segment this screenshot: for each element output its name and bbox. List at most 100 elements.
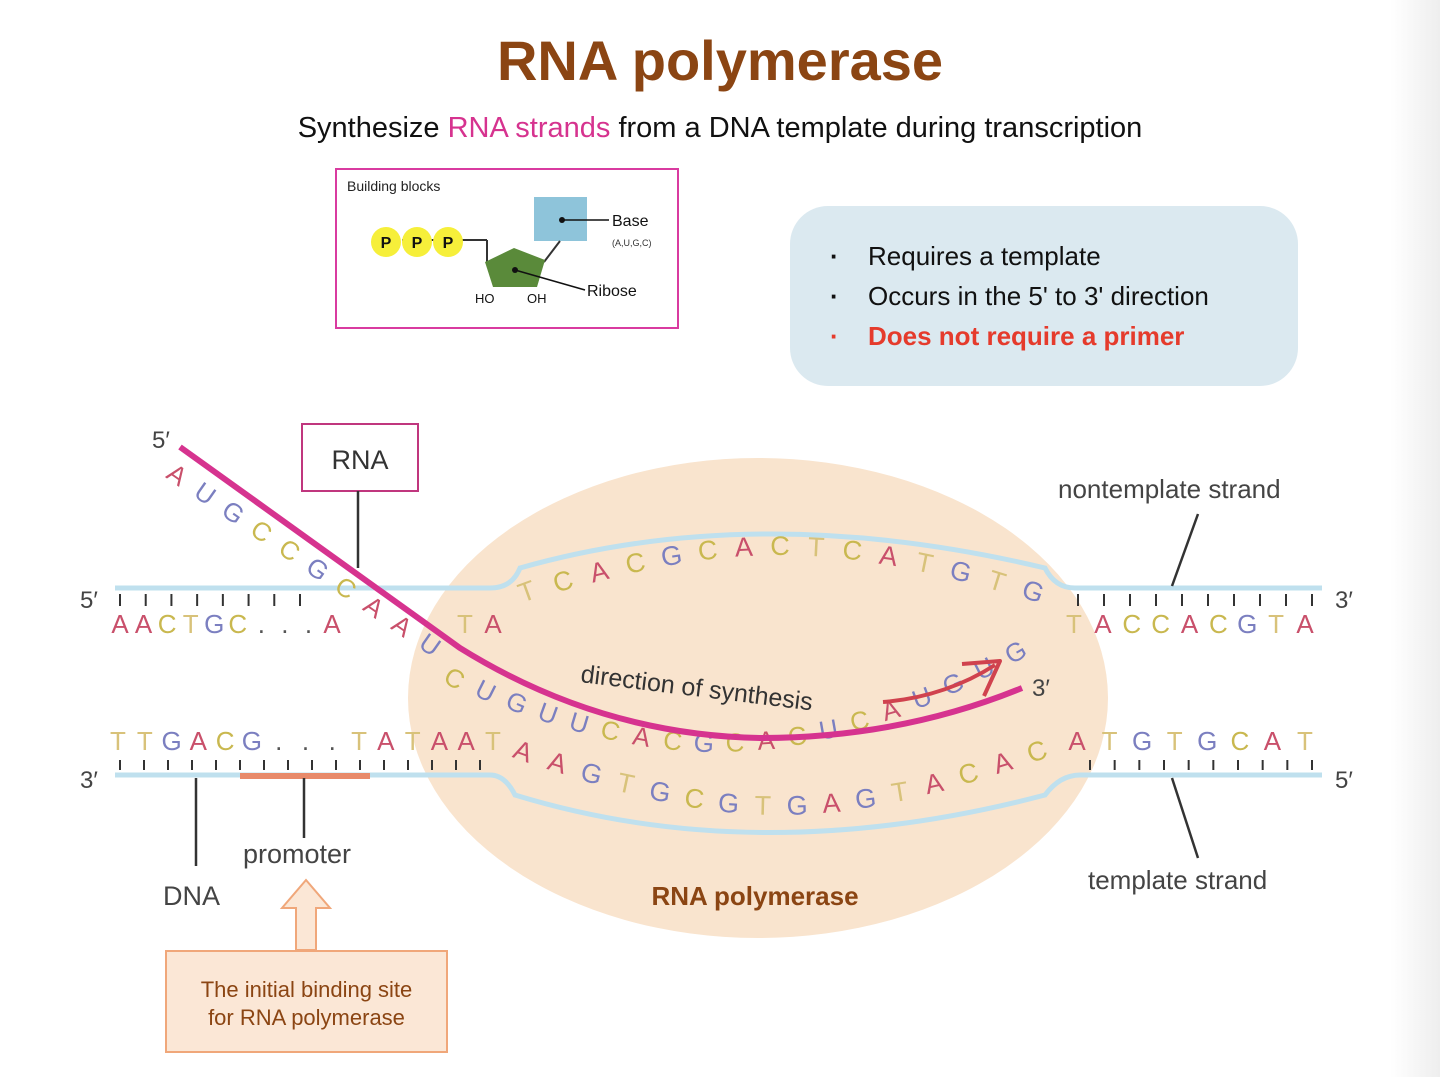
direction-arrowhead bbox=[961, 659, 1002, 697]
nontemplate-base-letter: T bbox=[1268, 609, 1284, 639]
property-item: Requires a template bbox=[830, 236, 1298, 276]
rna-label: RNA bbox=[331, 445, 388, 475]
nontemplate-base-letter: A bbox=[1094, 609, 1112, 639]
template-base-letter: G bbox=[1132, 726, 1152, 756]
template-base-letter: G bbox=[786, 790, 808, 820]
callout-arrow-icon bbox=[279, 878, 333, 951]
phosphate-circle-3 bbox=[433, 227, 463, 257]
building-blocks-panel: P P P Base (A,U,G,C) Ribose HO OH Buildi… bbox=[335, 168, 679, 329]
building-blocks-title: Building blocks bbox=[347, 178, 441, 194]
ho-label: HO bbox=[475, 291, 495, 306]
nontemplate-base-letter: A bbox=[734, 532, 753, 563]
template-base-letter: A bbox=[431, 726, 449, 756]
rna-5prime-label: 5′ bbox=[152, 427, 170, 454]
nontemplate-base-letter: T bbox=[914, 547, 936, 580]
dna-label: DNA bbox=[163, 881, 220, 911]
property-item-highlight: Does not require a primer bbox=[830, 316, 1298, 356]
page-title: RNA polymerase bbox=[496, 29, 944, 92]
template-strand-label: template strand bbox=[1088, 865, 1267, 895]
page-edge-shadow bbox=[1390, 0, 1440, 1077]
nontemplate-base-letter: C bbox=[770, 531, 790, 561]
nontemplate-strand-backbone bbox=[115, 531, 1322, 591]
rna-base-letter: C bbox=[273, 533, 306, 568]
nontemplate-base-letter: A bbox=[323, 609, 341, 639]
template-base-letter: G bbox=[1197, 726, 1217, 756]
properties-box: Requires a template Occurs in the 5' to … bbox=[790, 206, 1298, 386]
phosphate-label-1: P bbox=[381, 235, 392, 252]
template-base-letter: . bbox=[329, 726, 336, 756]
nontemplate-base-letter: A bbox=[877, 540, 899, 572]
nontemplate-base-letter: C bbox=[696, 535, 718, 567]
nontemplate-base-letter: G bbox=[659, 540, 684, 573]
nontemplate-base-letter: C bbox=[1122, 609, 1141, 639]
template-base-letter: C bbox=[1230, 726, 1249, 756]
template-base-letter: G bbox=[242, 726, 262, 756]
nucleotide-diagram: P P P Base (A,U,G,C) Ribose HO OH bbox=[371, 197, 652, 306]
rna-polymerase-label: RNA polymerase bbox=[651, 881, 858, 911]
nontemplate-base-letter: C bbox=[841, 535, 863, 567]
nontemplate-base-letter: A bbox=[1181, 609, 1199, 639]
template-base-letter: G bbox=[161, 726, 181, 756]
nontemplate-base-letter: . bbox=[281, 609, 288, 639]
template-base-letter: T bbox=[485, 726, 501, 756]
subtitle: Synthesize RNA strands from a DNA templa… bbox=[0, 112, 1440, 145]
property-item: Occurs in the 5' to 3' direction bbox=[830, 276, 1298, 316]
oh-label: OH bbox=[527, 291, 547, 306]
nontemplate-base-letter: G bbox=[204, 609, 224, 639]
properties-list: Requires a template Occurs in the 5' to … bbox=[790, 206, 1298, 356]
rna-base-letter: A bbox=[630, 720, 653, 753]
base-ticks bbox=[119, 594, 1313, 770]
nontemplate-base-letter: . bbox=[258, 609, 265, 639]
template-base-letter: A bbox=[922, 767, 946, 800]
template-base-letter: G bbox=[717, 788, 740, 819]
template-base-letter: A bbox=[190, 726, 208, 756]
phosphate-label-2: P bbox=[412, 235, 423, 252]
promoter-label: promoter bbox=[243, 839, 351, 869]
ribose-label: Ribose bbox=[587, 283, 637, 300]
template-base-letter: . bbox=[275, 726, 282, 756]
template-base-letter: T bbox=[405, 726, 421, 756]
nontemplate-base-letter: A bbox=[1296, 609, 1314, 639]
nontemplate-strand-label: nontemplate strand bbox=[1058, 474, 1281, 504]
promoter-callout: The initial binding site for RNA polymer… bbox=[165, 950, 448, 1053]
template-base-letter: G bbox=[647, 775, 673, 808]
base-types: (A,U,G,C) bbox=[612, 238, 652, 248]
nontemplate-base-letter: A bbox=[484, 609, 502, 639]
nontemplate-base-letter: C bbox=[1151, 609, 1170, 639]
direction-arrow bbox=[882, 663, 997, 704]
nontemplate-base-letter: T bbox=[807, 532, 825, 563]
bottom-5prime-label: 5′ bbox=[1335, 767, 1353, 794]
template-strand-backbone bbox=[115, 772, 1322, 835]
nontemplate-base-letter: C bbox=[228, 609, 247, 639]
rna-strand bbox=[178, 444, 1024, 742]
rna-base-letter: C bbox=[726, 728, 745, 758]
nontemplate-base-letter: C bbox=[1209, 609, 1228, 639]
nontemplate-base-letter: A bbox=[135, 609, 153, 639]
nontemplate-base-letter: T bbox=[457, 609, 473, 639]
template-base-letter: A bbox=[458, 726, 476, 756]
top-3prime-label: 3′ bbox=[1335, 587, 1353, 614]
template-base-letter: T bbox=[1297, 726, 1313, 756]
rna-label-box bbox=[301, 423, 419, 492]
callout-line-1: The initial binding site bbox=[200, 977, 413, 1002]
rna-3prime-label: 3′ bbox=[1032, 675, 1050, 702]
template-base-letter: G bbox=[853, 783, 877, 815]
template-pointer bbox=[1170, 777, 1200, 859]
rna-base-letter: U bbox=[189, 476, 222, 511]
base-label: Base bbox=[612, 213, 649, 230]
subtitle-highlight: RNA strands bbox=[447, 112, 611, 144]
template-base-letter: C bbox=[683, 783, 706, 815]
top-5prime-label: 5′ bbox=[80, 587, 98, 614]
nontemplate-base-letter: T bbox=[183, 609, 199, 639]
template-base-letter: A bbox=[1264, 726, 1282, 756]
rna-base-letter: A bbox=[161, 457, 193, 492]
nontemplate-pointer bbox=[1170, 513, 1200, 587]
template-base-letter: T bbox=[889, 776, 910, 808]
nontemplate-base-letter: A bbox=[111, 609, 129, 639]
template-base-letter: T bbox=[754, 791, 771, 821]
template-base-letter: A bbox=[821, 788, 841, 819]
phosphate-circle-2 bbox=[402, 227, 432, 257]
rna-base-letter: C bbox=[245, 514, 278, 549]
callout-line-2: for RNA polymerase bbox=[208, 1005, 405, 1030]
